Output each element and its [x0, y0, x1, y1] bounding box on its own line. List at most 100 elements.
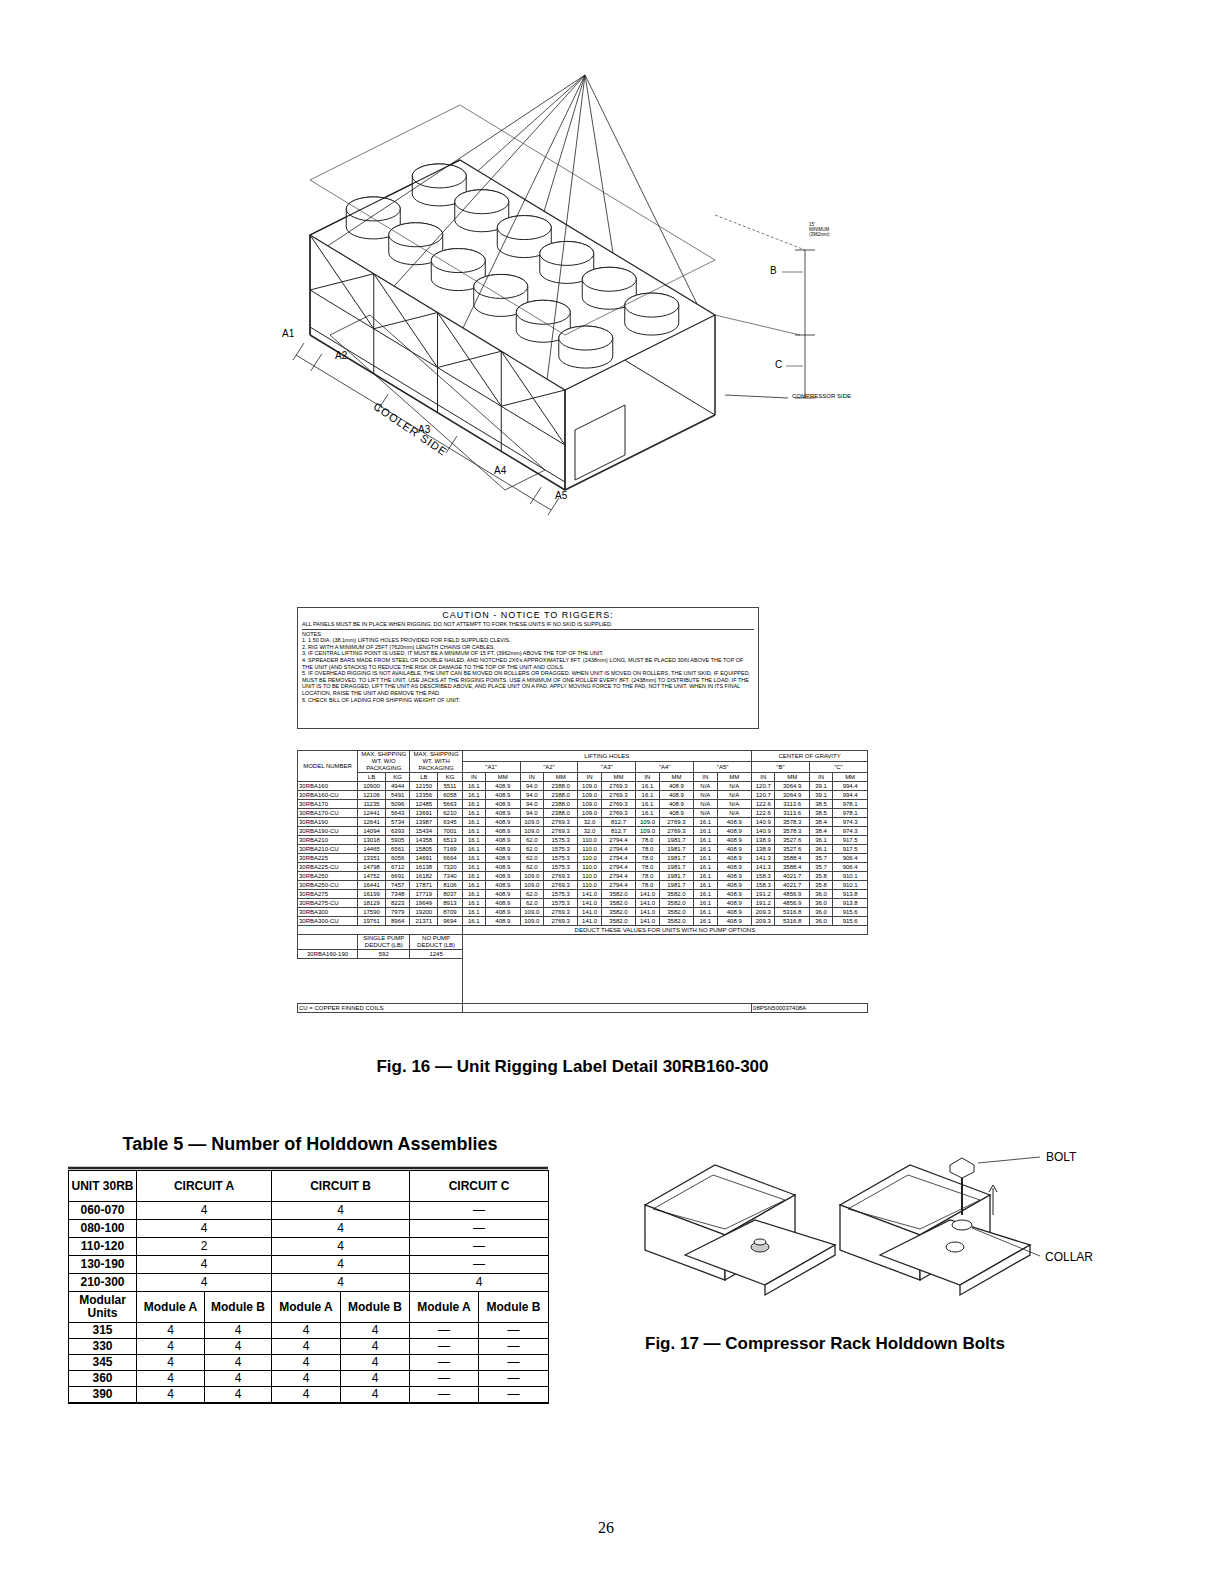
table-text: 1245	[429, 951, 442, 957]
table-text: 408.9	[727, 864, 742, 870]
table-text: MM	[671, 774, 681, 780]
drawing-shape	[310, 160, 715, 390]
table-cell: 16.1	[462, 827, 485, 836]
table-text: 109.0	[582, 792, 597, 798]
table-cell: 78.0	[636, 845, 659, 854]
table-cell: —	[479, 1387, 549, 1404]
table-cell: 408.9	[486, 818, 521, 827]
drawing-line	[394, 75, 585, 286]
table-cell: 140.9	[752, 827, 775, 836]
table-text: 974.3	[843, 819, 858, 825]
table-cell: 38.5	[809, 800, 832, 809]
table-cell: 1981.7	[659, 872, 694, 881]
table-text: 1981.7	[667, 846, 685, 852]
table-cell: 36.0	[809, 917, 832, 926]
table-text: 408.9	[495, 900, 510, 906]
table-text: IN	[471, 774, 477, 780]
table-cell: 30RBA160-190	[298, 950, 358, 959]
drawing-line	[311, 354, 322, 371]
table-text: 4	[235, 1387, 242, 1401]
table-cell: 4	[272, 1256, 410, 1274]
table-text: IN	[644, 774, 650, 780]
table-text: 978.1	[843, 801, 858, 807]
table-text: 94.0	[526, 783, 538, 789]
table-text: 109.0	[640, 828, 655, 834]
table-cell: "A3"	[578, 762, 636, 773]
table-text: "C"	[834, 764, 843, 770]
table-cell: 138.9	[752, 845, 775, 854]
table-text: 8106	[443, 882, 456, 888]
table-text: 209.3	[756, 918, 771, 924]
table-text: 360	[92, 1371, 112, 1385]
caution-title: CAUTION - NOTICE TO RIGGERS:	[302, 610, 754, 621]
table-cell: 141.0	[636, 908, 659, 917]
table-text: 6691	[391, 873, 404, 879]
table-cell: 2769.3	[659, 818, 694, 827]
table-cell: 141.3	[752, 863, 775, 872]
table-text: CENTER OF GRAVITY	[778, 753, 840, 759]
table-text: CIRCUIT A	[174, 1179, 234, 1193]
table-text: 158.3	[756, 882, 771, 888]
table-cell: 16.1	[694, 836, 717, 845]
table-text: 16.1	[699, 855, 711, 861]
table-cell: 408.9	[486, 809, 521, 818]
table-text: 16.1	[699, 873, 711, 879]
table-text: 19649	[415, 900, 432, 906]
table-cell: 16182	[410, 872, 438, 881]
table-text: —	[473, 1203, 485, 1217]
table-cell: 35.8	[809, 881, 832, 890]
table-cell: 4	[272, 1339, 341, 1355]
table-cell: CIRCUIT A	[137, 1171, 272, 1202]
table-text: 110.0	[582, 855, 597, 861]
table-text: 30RBA300-CU	[299, 918, 339, 924]
table-text: 36.0	[815, 918, 827, 924]
table-cell: "A1"	[462, 762, 520, 773]
table-text: 408.9	[727, 918, 742, 924]
table-cell: 16.1	[694, 845, 717, 854]
table-cell: 408.9	[486, 827, 521, 836]
table-text: 30RBA225-CU	[299, 864, 339, 870]
table-cell: 2769.3	[601, 800, 636, 809]
table-cell: 16.1	[462, 800, 485, 809]
table-cell: 109.0	[520, 872, 543, 881]
drawing-line	[786, 366, 803, 367]
table-cell: 16.1	[462, 899, 485, 908]
table-text: 4	[235, 1339, 242, 1353]
table-text: 16182	[415, 873, 432, 879]
drawing-line	[782, 272, 803, 273]
table-cell: MAX. SHIPPING WT. WITH PACKAGING	[410, 751, 462, 773]
table-cell: 16.1	[462, 791, 485, 800]
table-text: 408.9	[727, 837, 742, 843]
table-text: 30RBA250	[299, 873, 328, 879]
table-text: 30RBA170	[299, 801, 328, 807]
drawing-line	[547, 75, 585, 379]
table-cell: 408.9	[486, 836, 521, 845]
table-text: 16.1	[468, 918, 480, 924]
table-text: 16.1	[642, 801, 654, 807]
table-text: 812.7	[611, 828, 626, 834]
table-text: 4	[235, 1323, 242, 1337]
table-cell: N/A	[694, 782, 717, 791]
table-cell: 16199	[358, 890, 386, 899]
drawing-line	[993, 1188, 994, 1215]
table-cell: 16.1	[462, 809, 485, 818]
table-text: 16.1	[468, 792, 480, 798]
table-cell: 2388.0	[543, 791, 578, 800]
table-cell: MM	[486, 773, 521, 782]
table-cell: 5316.8	[775, 908, 810, 917]
table-cell: 16.1	[694, 908, 717, 917]
table-cell: "A4"	[636, 762, 694, 773]
table-text: 16.1	[468, 891, 480, 897]
table-text: 408.9	[495, 783, 510, 789]
drawing-shape	[848, 1175, 980, 1229]
table-text: 4	[167, 1371, 174, 1385]
table-text: 30RBA250-CU	[299, 882, 339, 888]
table-cell: 9694	[438, 917, 462, 926]
table-text: 3582.0	[667, 900, 685, 906]
table-cell: 36.1	[809, 845, 832, 854]
table-cell: SINGLE PUMP DEDUCT (LB)	[358, 935, 410, 950]
table-text: MM	[845, 774, 855, 780]
table-cell: 30RBA160-CU	[298, 791, 358, 800]
table-text: 4	[303, 1323, 310, 1337]
table-cell: 812.7	[601, 818, 636, 827]
